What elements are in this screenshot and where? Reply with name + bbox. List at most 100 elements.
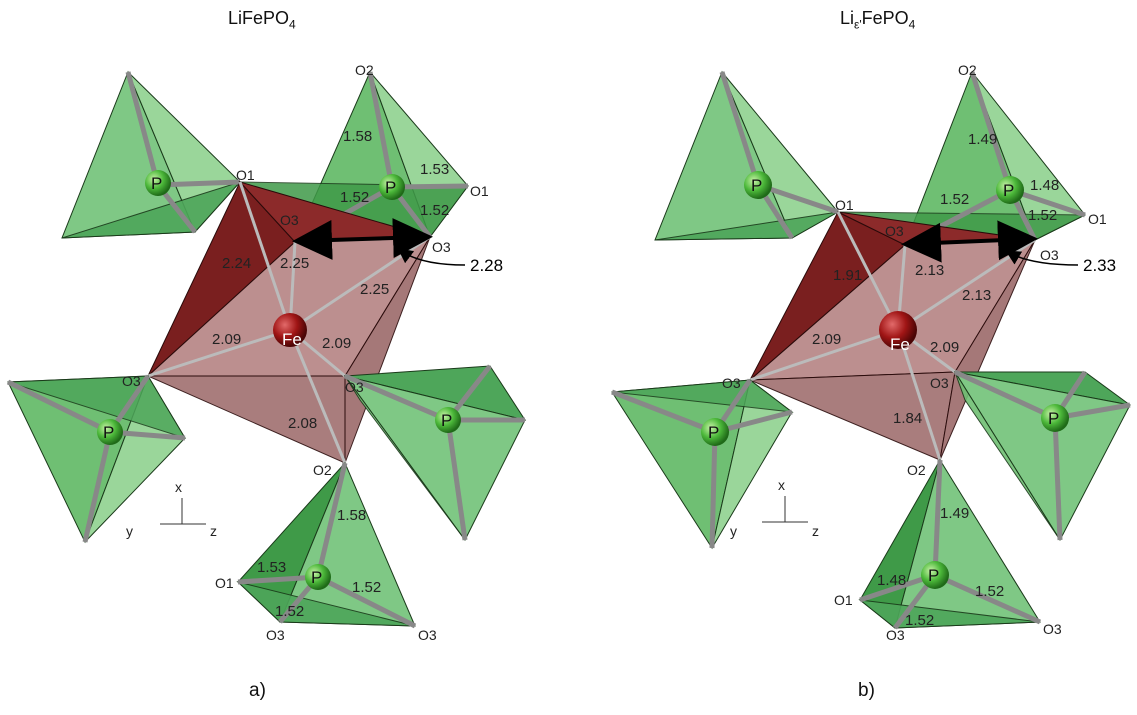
pointer-arrow: [397, 248, 466, 266]
panel-a-title: LiFePO4: [228, 8, 296, 32]
fe-atom: [273, 313, 307, 347]
bond-length-label: 1.52: [340, 189, 369, 206]
panel-b: 2.33 P P P P P Fe O2 O1 O1 O3 O3 O3 O3 O…: [611, 62, 1131, 643]
oxygen-label: O3: [886, 627, 905, 643]
p-atom-label: P: [928, 566, 939, 585]
p-atom-label: P: [441, 411, 452, 430]
p-atom: [379, 174, 405, 200]
bond-length-label: 2.25: [280, 255, 309, 272]
oxygen-label: O1: [1088, 211, 1107, 227]
right-tetrahedron: [343, 364, 527, 541]
bond-length-label: 1.52: [420, 202, 449, 219]
oxygen-label: O1: [835, 197, 854, 213]
x-axis-label: x: [175, 479, 182, 495]
bond-length-label: 2.09: [812, 331, 841, 348]
p-atom: [305, 564, 331, 590]
bond-length-label: 1.53: [420, 161, 449, 178]
p-atom: [97, 419, 123, 445]
oxygen-label: O2: [313, 462, 332, 478]
bond-length-label: 2.08: [288, 415, 317, 432]
bond-length-label: 2.09: [930, 339, 959, 356]
bond-length-label: 2.13: [962, 287, 991, 304]
bond-length-label: 1.48: [877, 572, 906, 589]
p-atom: [1041, 404, 1069, 432]
top-left-tetrahedron: [654, 70, 839, 241]
oxygen-label: O3: [722, 375, 741, 391]
p-atom: [921, 561, 949, 589]
bond-length-label: 1.49: [940, 505, 969, 522]
oxygen-label: O3: [122, 373, 141, 389]
oxygen-label: O3: [885, 223, 904, 239]
p-atom-label: P: [1048, 409, 1059, 428]
axis-triad: x y z: [730, 477, 819, 539]
p-atom-label: P: [311, 568, 322, 587]
x-axis-label: x: [778, 477, 785, 493]
bond-length-label: 1.52: [275, 603, 304, 620]
o3-o3-distance-arrow: [901, 220, 1038, 263]
bottom-tetrahedron: [236, 461, 417, 629]
p-atom-label: P: [103, 423, 114, 442]
y-axis-label: y: [730, 523, 737, 539]
left-tetrahedron: [611, 378, 794, 550]
panel-a-caption: a): [249, 680, 266, 701]
panel-b-caption: b): [858, 680, 875, 701]
bond-length-label: 1.52: [975, 583, 1004, 600]
oxygen-label: O3: [418, 627, 437, 643]
panel-b-title: Liε'FePO4: [840, 8, 916, 32]
bond-length-label: 1.91: [833, 267, 862, 284]
left-tetrahedron: [6, 374, 187, 544]
right-tetrahedron: [953, 369, 1131, 542]
oxygen-label: O2: [958, 62, 977, 78]
p-atom-label: P: [751, 176, 762, 195]
highlight-distance-label: 2.28: [470, 256, 503, 275]
bond-length-label: 2.09: [322, 335, 351, 352]
oxygen-label: O1: [236, 167, 255, 183]
fe-octahedron: [748, 211, 1036, 461]
y-axis-label: y: [126, 523, 133, 539]
fe-atom: [879, 311, 917, 349]
bond-length-label: 1.52: [352, 579, 381, 596]
highlight-distance-label: 2.33: [1083, 256, 1116, 275]
oxygen-label: O3: [1043, 621, 1062, 637]
bond-length-label: 2.25: [360, 281, 389, 298]
p-atom: [145, 170, 171, 196]
bond-length-label: 1.84: [893, 410, 922, 427]
bond-length-label: 1.58: [343, 128, 372, 145]
axis-triad: x y z: [126, 479, 217, 539]
oxygen-label: O3: [345, 379, 364, 395]
p-atom-label: P: [708, 423, 719, 442]
bottom-tetrahedron: [858, 458, 1042, 630]
oxygen-label: O3: [266, 627, 285, 643]
oxygen-label: O1: [470, 183, 489, 199]
o3-o3-distance-arrow: [292, 218, 433, 260]
bond-length-label: 2.24: [222, 255, 251, 272]
z-axis-label: z: [210, 523, 217, 539]
fe-atom-label: Fe: [890, 335, 910, 354]
fe-atom-label: Fe: [282, 330, 302, 349]
pointer-arrow: [1005, 250, 1079, 266]
p-atom-label: P: [151, 174, 162, 193]
p-atom-label: P: [1003, 181, 1014, 200]
oxygen-label: O3: [280, 212, 299, 228]
top-left-tetrahedron: [61, 70, 242, 239]
bond-length-label: 1.49: [968, 131, 997, 148]
p-atom: [744, 171, 772, 199]
panel-a: 2.28 P P P P P Fe O2 O1 O1 O3 O3 O3 O3 O…: [6, 62, 527, 643]
oxygen-label: O3: [432, 239, 451, 255]
bond-length-label: 1.52: [905, 612, 934, 629]
bond-length-label: 1.58: [337, 507, 366, 524]
p-atom-label: P: [385, 178, 396, 197]
bond-length-label: 2.13: [915, 262, 944, 279]
p-atom: [996, 176, 1024, 204]
oxygen-label: O3: [930, 375, 949, 391]
z-axis-label: z: [812, 523, 819, 539]
oxygen-label: O1: [834, 592, 853, 608]
oxygen-label: O2: [907, 462, 926, 478]
oxygen-label: O3: [1040, 247, 1059, 263]
bond-length-label: 1.52: [940, 191, 969, 208]
p-atom: [701, 418, 729, 446]
p-atom: [435, 407, 461, 433]
bond-length-label: 2.09: [212, 331, 241, 348]
